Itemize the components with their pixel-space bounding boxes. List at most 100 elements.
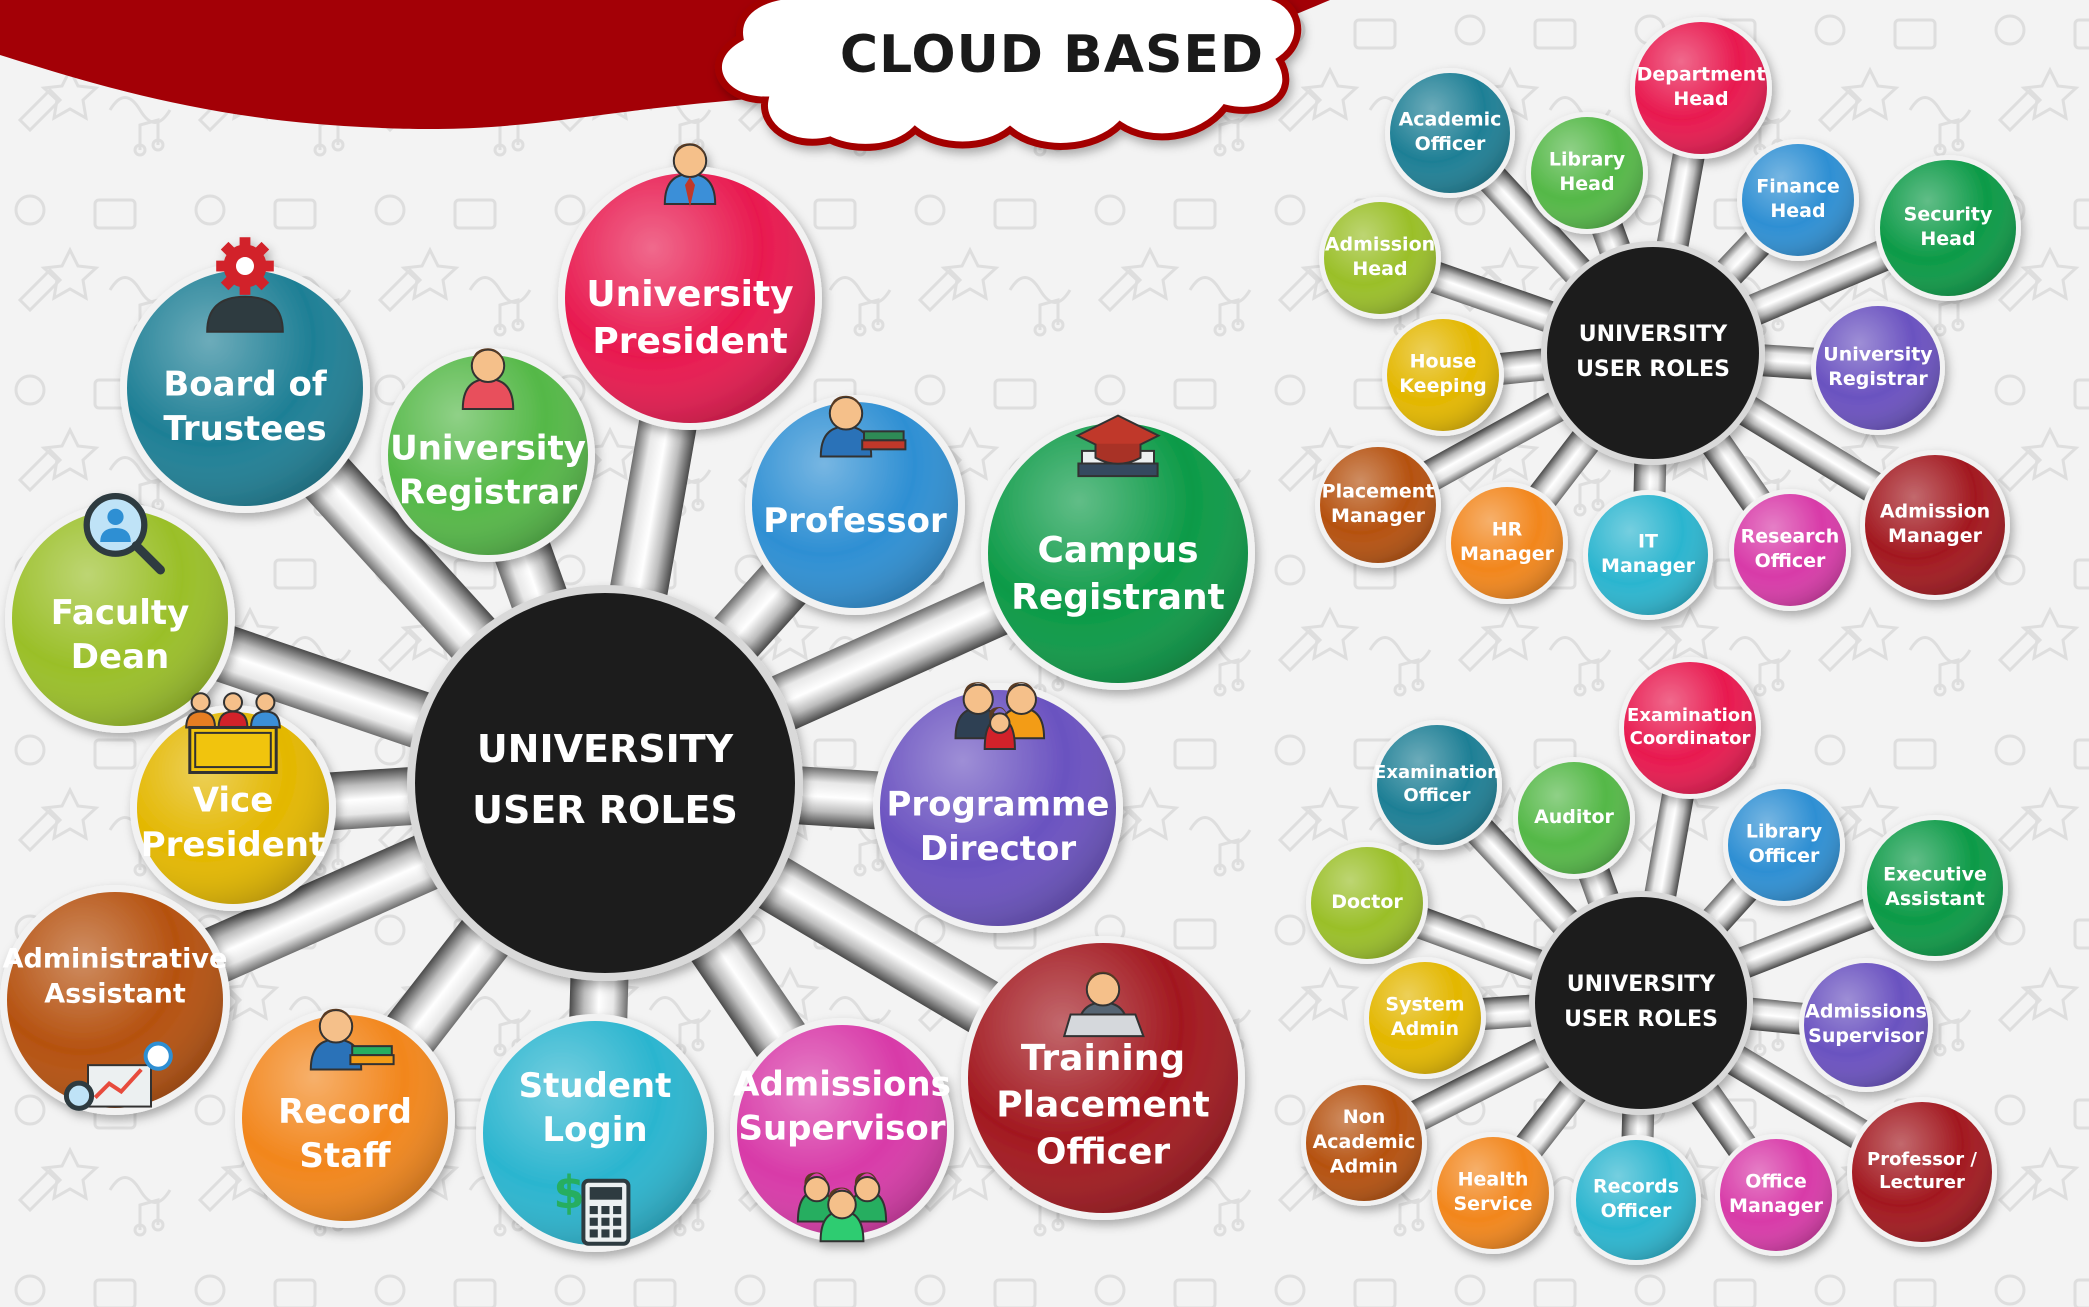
center-hub-label: USER ROLES <box>472 788 738 832</box>
role-label: University <box>586 274 793 315</box>
role-label: Doctor <box>1331 891 1403 913</box>
role-label: Placement <box>1322 480 1435 502</box>
role-label: Supervisor <box>1808 1025 1924 1047</box>
role-node[interactable]: Auditor <box>1513 757 1635 879</box>
center-hub-label: USER ROLES <box>1576 357 1730 382</box>
professor-books-icon <box>819 395 907 458</box>
role-label: Office <box>1745 1170 1807 1192</box>
role-label: Trustees <box>163 409 326 449</box>
role-label: Admission <box>1880 500 1990 522</box>
role-label: Head <box>1770 200 1825 222</box>
graduation-books-icon <box>1075 414 1161 478</box>
role-label: Assistant <box>44 979 186 1010</box>
role-label: Admin <box>1391 1018 1459 1040</box>
role-node-shading <box>752 402 958 608</box>
role-node-shading <box>1734 494 1846 606</box>
role-label: Officer <box>1749 845 1820 867</box>
role-node-shading <box>1742 144 1854 256</box>
role-node-shading <box>565 173 815 423</box>
laptop-person-icon <box>1062 971 1145 1038</box>
analytics-icon <box>63 1041 173 1111</box>
role-node-shading <box>968 943 1238 1213</box>
role-label: Library <box>1746 820 1823 842</box>
role-node-shading <box>388 355 588 555</box>
group-desk-icon <box>185 692 281 774</box>
role-node-shading <box>1306 1085 1422 1201</box>
role-label: Head <box>1673 88 1728 110</box>
role-label: President <box>592 321 787 362</box>
role-node-shading <box>1451 487 1563 599</box>
role-label: Officer <box>1415 133 1486 155</box>
role-label: Finance <box>1756 175 1840 197</box>
role-label: University <box>390 428 586 468</box>
center-hub-label: UNIVERSITY <box>1579 322 1728 347</box>
role-node-shading <box>1728 789 1840 901</box>
role-label: Health <box>1458 1168 1529 1190</box>
svg-text:$: $ <box>553 1166 584 1219</box>
role-label: Manager <box>1331 505 1426 527</box>
role-node-shading <box>1518 762 1630 874</box>
hub-bottom-right: ExaminationOfficerExaminationCoordinator… <box>1301 657 2008 1265</box>
role-label: Officer <box>1601 1200 1672 1222</box>
role-label: Professor <box>763 501 947 541</box>
role-node-shading <box>1635 22 1767 154</box>
staff-books-icon <box>309 1008 395 1071</box>
role-node-shading <box>1576 1140 1696 1260</box>
role-node[interactable]: Professor /Lecturer <box>1847 1097 1997 1247</box>
role-node[interactable]: Professor <box>745 395 965 615</box>
president-icon <box>663 143 717 207</box>
calculator-icon: $ <box>553 1166 631 1246</box>
role-label: Admissions <box>733 1064 951 1104</box>
role-node[interactable]: Doctor <box>1306 842 1428 964</box>
role-node-shading <box>12 510 228 726</box>
role-label: Head <box>1352 258 1407 280</box>
role-label: Examination <box>1627 705 1753 726</box>
role-label: Academic <box>1399 108 1502 130</box>
center-hub-circle <box>1547 247 1759 459</box>
role-label: Supervisor <box>738 1109 945 1149</box>
role-node-shading <box>242 1015 448 1221</box>
role-node-shading <box>127 270 363 506</box>
magnifier-person-icon <box>83 492 165 575</box>
role-node-shading <box>1531 117 1643 229</box>
role-label: Lecturer <box>1879 1172 1965 1193</box>
role-label: Library <box>1549 148 1626 170</box>
role-label: Manager <box>1460 543 1555 565</box>
